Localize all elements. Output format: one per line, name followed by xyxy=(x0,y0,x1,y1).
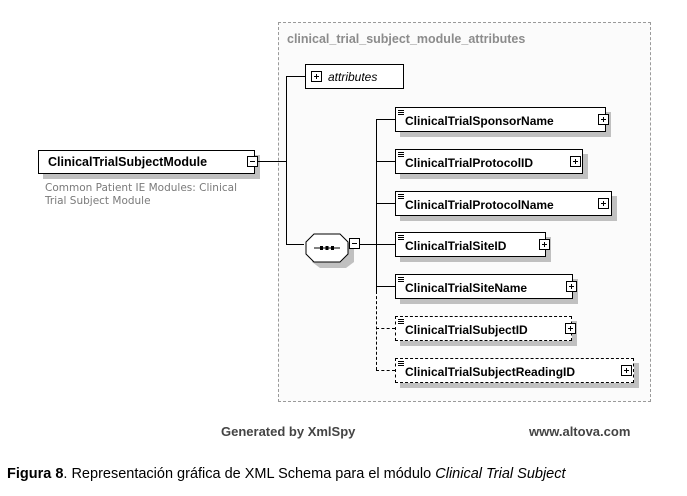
caption-text: . Representación gráfica de XML Schema p… xyxy=(63,466,436,482)
connector-line-optional xyxy=(376,328,395,329)
expand-icon[interactable] xyxy=(539,239,550,250)
root-element-node[interactable]: ClinicalTrialSubjectModule xyxy=(38,150,255,174)
expand-icon[interactable] xyxy=(311,71,322,82)
connector-line xyxy=(376,286,395,287)
expand-icon[interactable] xyxy=(621,365,632,376)
element-content-icon xyxy=(398,361,404,366)
sequence-dot xyxy=(325,246,329,250)
connector-line xyxy=(258,161,286,162)
element-content-icon xyxy=(398,235,404,240)
element-node[interactable]: ClinicalTrialProtocolID xyxy=(395,149,583,174)
sequence-dot xyxy=(331,246,334,250)
optional-element-node[interactable]: ClinicalTrialSubjectID xyxy=(395,316,572,341)
element-label: ClinicalTrialSubjectReadingID xyxy=(405,364,576,379)
root-element-label: ClinicalTrialSubjectModule xyxy=(48,155,208,169)
element-content-icon xyxy=(398,110,404,115)
element-node[interactable]: ClinicalTrialSponsorName xyxy=(395,107,606,132)
connector-line-optional xyxy=(376,370,395,371)
connector-line-optional xyxy=(376,291,377,370)
attribute-group-title: clinical_trial_subject_module_attributes xyxy=(287,32,526,46)
collapse-icon[interactable] xyxy=(349,238,360,249)
figure-label: Figura 8 xyxy=(7,466,64,482)
figure-caption: Figura 8. Representación gráfica de XML … xyxy=(7,466,566,482)
website-credit: www.altova.com xyxy=(529,424,631,439)
generator-credit: Generated by XmlSpy xyxy=(221,424,356,439)
element-node[interactable]: ClinicalTrialSiteName xyxy=(395,274,573,299)
expand-icon[interactable] xyxy=(598,114,609,125)
element-label: ClinicalTrialProtocolName xyxy=(405,197,554,212)
expand-icon[interactable] xyxy=(566,281,577,292)
connector-line xyxy=(376,119,377,291)
element-label: ClinicalTrialSponsorName xyxy=(405,113,554,128)
connector-line xyxy=(286,244,304,245)
attributes-label: attributes xyxy=(328,69,378,84)
element-label: ClinicalTrialProtocolID xyxy=(405,155,534,170)
expand-icon[interactable] xyxy=(565,323,576,334)
element-content-icon xyxy=(398,152,404,157)
element-label: ClinicalTrialSiteID xyxy=(405,238,507,253)
element-content-icon xyxy=(398,319,404,324)
connector-line xyxy=(286,76,305,77)
expand-icon[interactable] xyxy=(570,156,581,167)
element-content-icon xyxy=(398,277,404,282)
optional-element-node[interactable]: ClinicalTrialSubjectReadingID xyxy=(395,358,634,383)
collapse-icon[interactable] xyxy=(247,156,258,167)
element-label: ClinicalTrialSiteName xyxy=(405,280,528,295)
connector-line xyxy=(376,244,395,245)
element-node[interactable]: ClinicalTrialSiteID xyxy=(395,232,546,257)
element-node[interactable]: ClinicalTrialProtocolName xyxy=(395,191,612,216)
caption-italic: Clinical Trial Subject xyxy=(435,466,566,482)
element-content-icon xyxy=(398,194,404,199)
element-label: ClinicalTrialSubjectID xyxy=(405,322,528,337)
root-element-description: Common Patient IE Modules: Clinical Tria… xyxy=(45,182,237,207)
connector-line xyxy=(286,76,287,244)
connector-line xyxy=(360,244,376,245)
connector-line xyxy=(376,161,395,162)
sequence-compositor[interactable] xyxy=(300,230,370,270)
connector-line xyxy=(376,203,395,204)
sequence-dot xyxy=(320,246,323,250)
connector-line xyxy=(376,119,395,120)
expand-icon[interactable] xyxy=(598,198,609,209)
